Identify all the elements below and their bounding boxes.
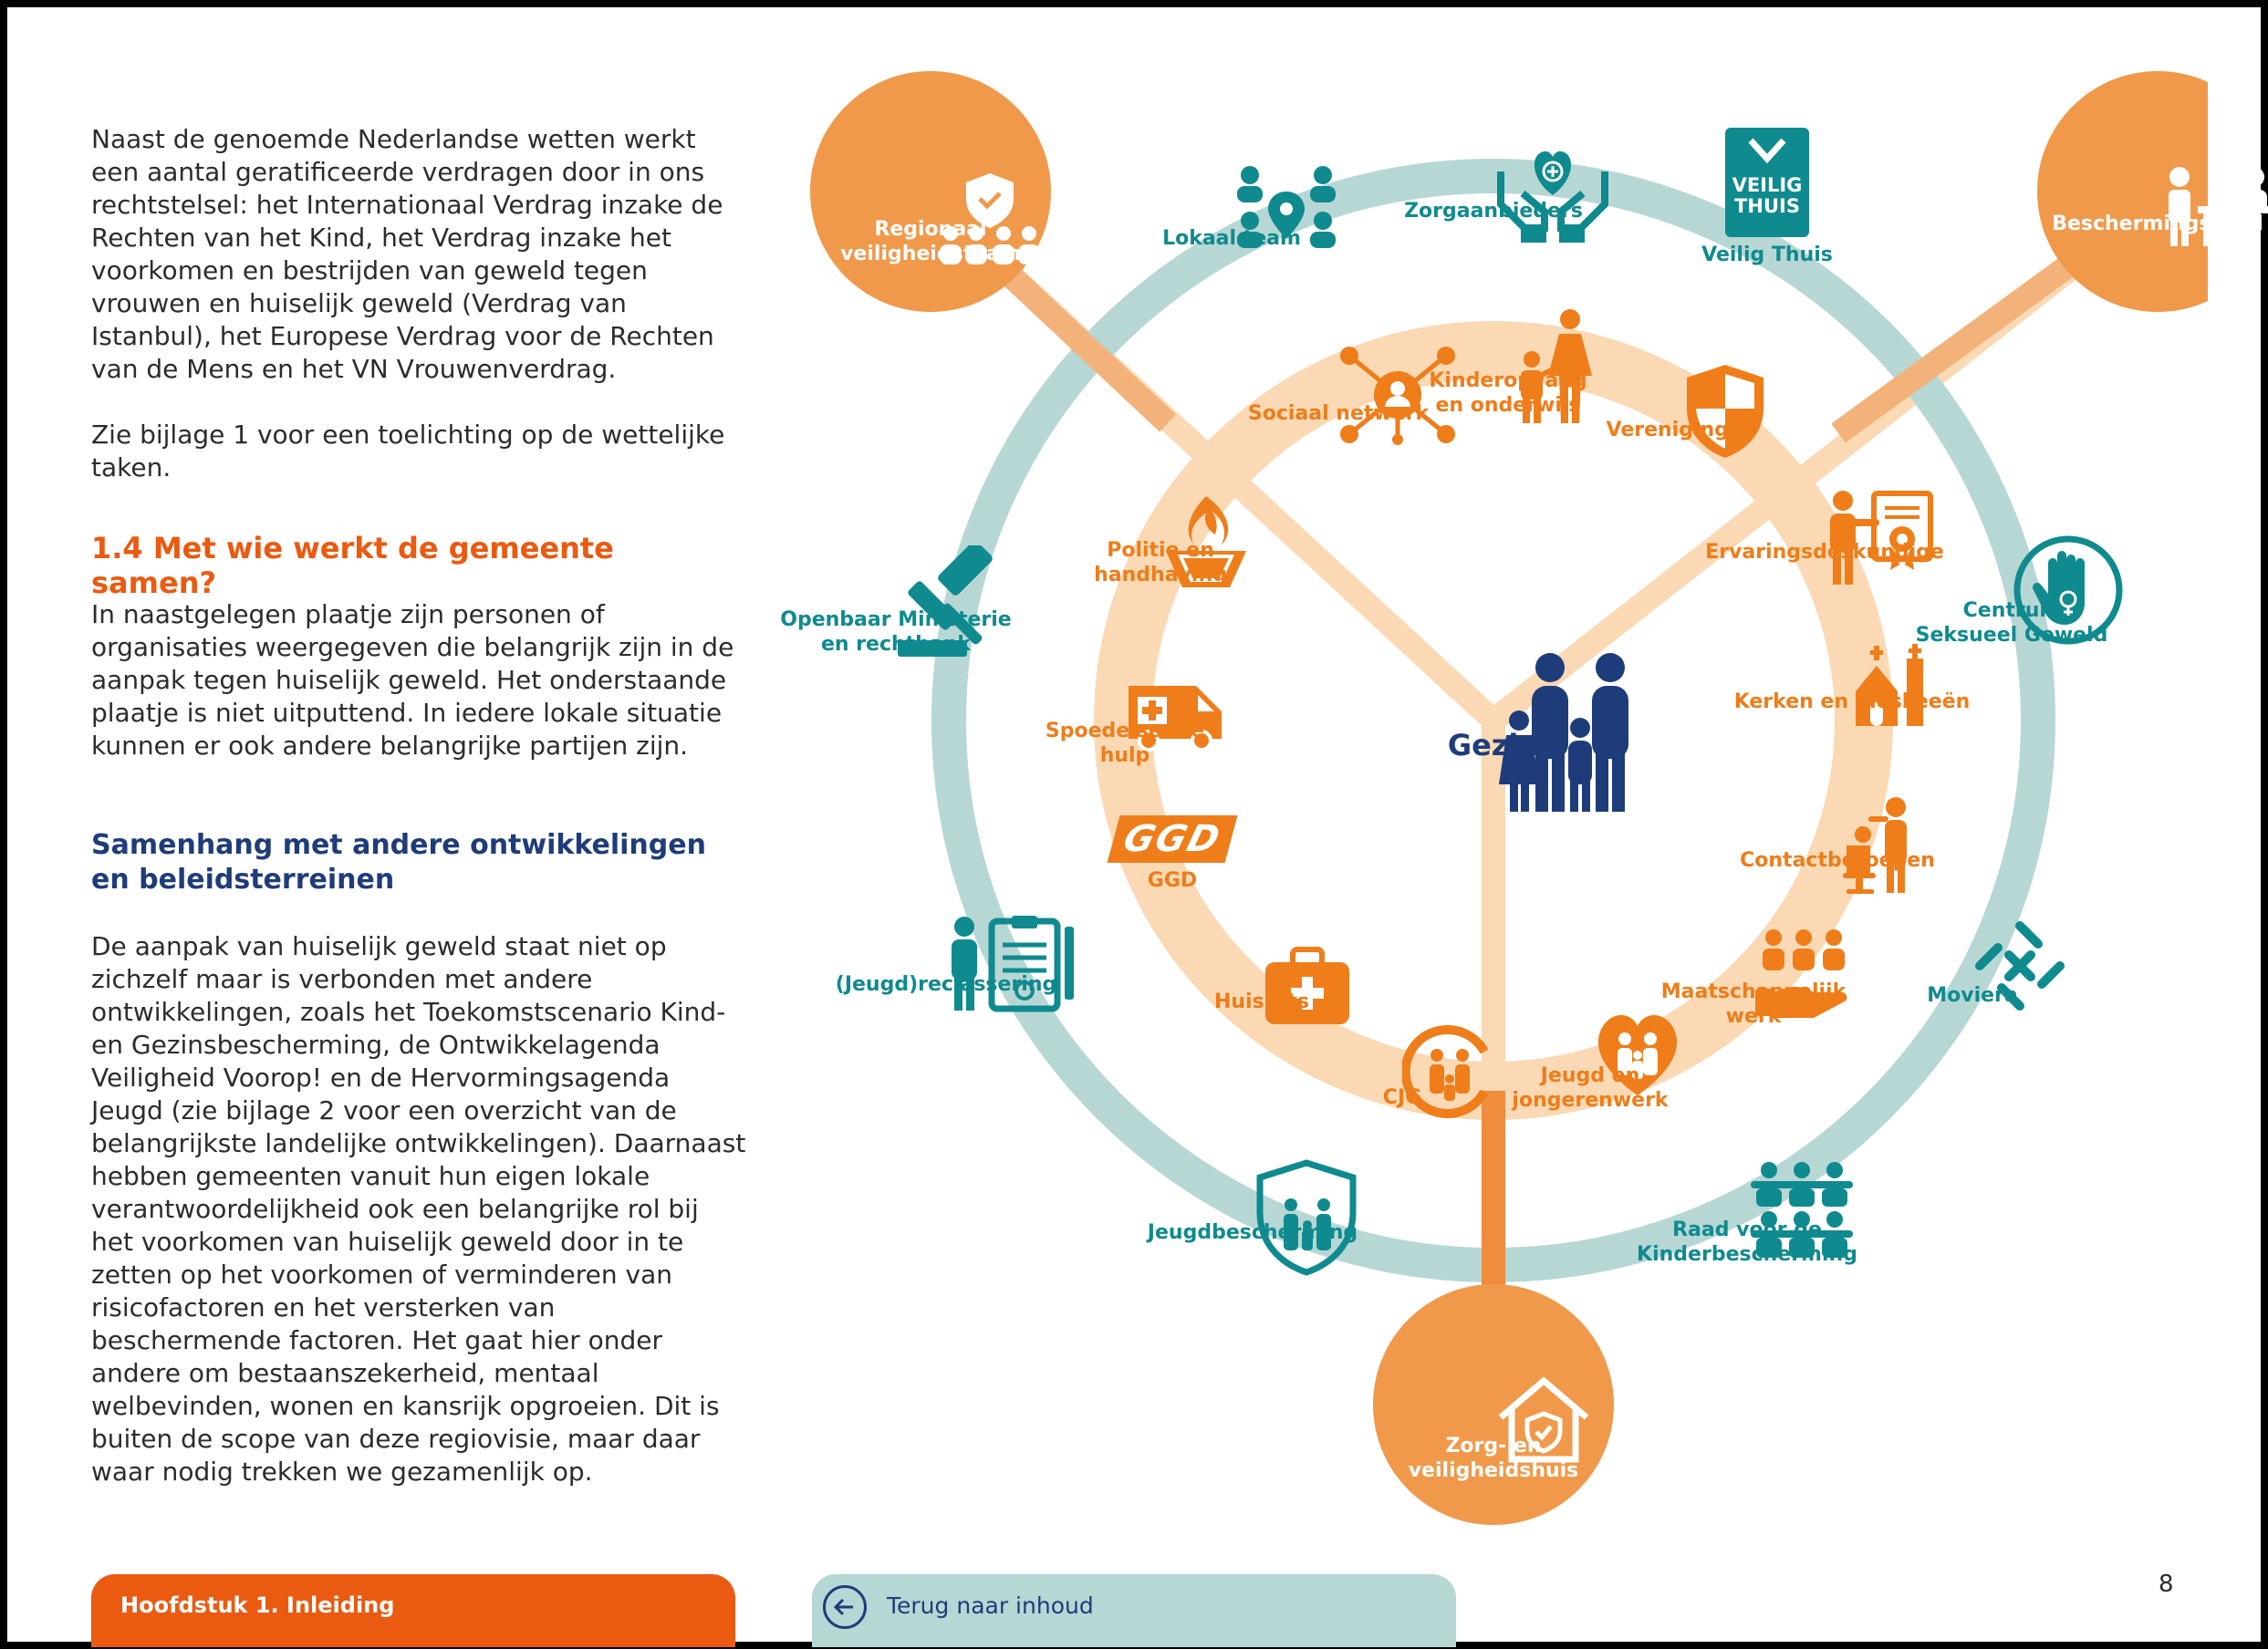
inner-label-ervaring: Ervaringsdeskundige [1705, 541, 1944, 564]
intro-reference: Zie bijlage 1 voor een toelichting op de… [91, 420, 725, 482]
back-to-contents-label: Terug naar inhoud [887, 1592, 1094, 1619]
outer-label-om: Openbaar Ministerie en rechtbank [780, 608, 1012, 656]
inner-label-contact: Contactberoepen [1740, 849, 1935, 872]
page-number: 8 [2159, 1571, 2174, 1598]
hub-regionaal-label: Regionaal veiligheidsteam [840, 218, 1021, 265]
inner-label-cjg: CJG [1382, 1086, 1422, 1109]
outer-label-veilig-thuis: Veilig Thuis [1701, 244, 1833, 266]
hub-beschermingstafel-label: Beschermingstafel [2052, 213, 2263, 235]
ggd-logo-text: GGD [1107, 815, 1238, 863]
ggd-logo-icon: GGD [1107, 815, 1238, 863]
footer-chapter-label: Hoofdstuk 1. Inleiding [120, 1592, 395, 1618]
inner-label-maatschappelijk: Maatschappelijk werk [1660, 980, 1847, 1028]
inner-label-ggd: GGD [1147, 869, 1198, 892]
diagram-graphics [810, 71, 2208, 1525]
inner-label-spoed: Spoedeisende hulp [1045, 720, 1205, 767]
inner-label-huisarts: Huisarts [1213, 990, 1310, 1013]
inner-label-sociaal: Sociaal netwerk [1247, 402, 1430, 425]
outer-label-raad: Raad voor de Kinderbescherming [1637, 1219, 1857, 1266]
section-body: In naastgelegen plaatje zijn personen of… [91, 598, 748, 762]
inner-label-politie: Politie en handhaving [1094, 539, 1227, 586]
subsection-body: De aanpak van huiselijk geweld staat nie… [91, 930, 748, 1488]
partner-diagram: Gezin Regionaal veiligheidsteam Bescherm… [780, 55, 2268, 1596]
inner-label-jeugd: Jeugd en jongerenwerk [1512, 1064, 1669, 1112]
veilig-thuis-logo-icon: VEILIG THUIS [1725, 128, 1809, 237]
veilig-thuis-logo-line2: THUIS [1734, 195, 1800, 217]
back-to-contents-button[interactable]: Terug naar inhoud [812, 1574, 1456, 1647]
outer-label-jeugdbescherming: Jeugdbescherming [1147, 1221, 1358, 1244]
hub-beschermingstafel [2037, 71, 2208, 312]
outer-label-lokaal-team: Lokaal team [1162, 227, 1301, 250]
section-title: 1.4 Met wie werkt de gemeente samen? [91, 531, 614, 600]
subsection-heading: Samenhang met andere ontwikkelingen en b… [91, 828, 748, 897]
inner-label-kerken: Kerken en moskeeën [1733, 690, 1971, 713]
footer-chapter-tab[interactable]: Hoofdstuk 1. Inleiding [91, 1574, 735, 1647]
center-label: Gezin [1447, 728, 1540, 762]
outer-label-centrum: Centrum Seksueel Geweld [1915, 599, 2108, 647]
hub-zorghuis-label: Zorg- en veiligheidshuis [1408, 1435, 1579, 1482]
hub-zorghuis [1373, 1284, 1614, 1525]
arrow-left-icon [823, 1585, 867, 1629]
intro-block: Naast de genoemde Nederlandse wetten wer… [91, 123, 748, 484]
subsection-paragraph: De aanpak van huiselijk geweld staat nie… [91, 931, 746, 1487]
subsection-title: Samenhang met andere ontwikkelingen en b… [91, 829, 706, 896]
outer-label-zorgaanbieders: Zorgaanbieders [1404, 200, 1583, 223]
section-heading: 1.4 Met wie werkt de gemeente samen? [91, 531, 748, 600]
outer-label-moviera: Moviera [1927, 984, 2018, 1007]
inner-label-kinderopvang: Kinderopvang en onderwijs [1429, 369, 1587, 417]
intro-paragraph: Naast de genoemde Nederlandse wetten wer… [91, 124, 723, 384]
section-paragraph: In naastgelegen plaatje zijn personen of… [91, 599, 734, 761]
outer-label-reclassering: (Jeugd)reclassering [835, 973, 1057, 996]
hub-regionaal [810, 71, 1051, 312]
inner-label-verenigingen: Verenigingen [1606, 419, 1757, 441]
veilig-thuis-logo-line1: VEILIG [1732, 174, 1803, 196]
